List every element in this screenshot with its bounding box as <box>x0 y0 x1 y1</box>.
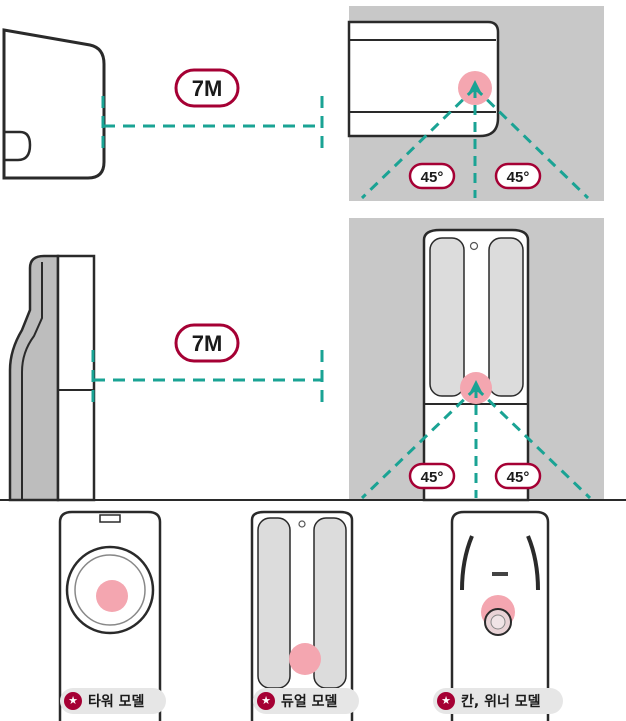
wall-unit-side-view <box>2 28 106 180</box>
star-icon: ★ <box>437 692 455 710</box>
model-name-kan-winner: 칸, 위너 모델 <box>461 694 541 710</box>
wall-unit-front-panel: 45° 45° <box>347 6 604 201</box>
stand-angle-right-badge: 45° <box>494 462 542 490</box>
svg-text:45°: 45° <box>507 469 530 486</box>
star-icon: ★ <box>257 692 275 710</box>
tower-sensor-dot <box>96 580 128 612</box>
svg-text:45°: 45° <box>421 169 444 186</box>
stand-angle-left-badge: 45° <box>408 462 456 490</box>
model-label-dual: ★ 듀얼 모델 <box>253 688 359 714</box>
model-name-tower: 타워 모델 <box>88 694 145 710</box>
svg-text:45°: 45° <box>507 169 530 186</box>
stand-distance-badge: 7M <box>174 323 240 363</box>
wall-angle-left-badge: 45° <box>408 162 456 190</box>
kan-winner-model-illustration <box>450 510 550 721</box>
stand-distance-text: 7M <box>192 331 223 356</box>
wall-angle-right-badge: 45° <box>494 162 542 190</box>
wall-distance-badge: 7M <box>174 68 240 108</box>
model-label-tower: ★ 타워 모델 <box>60 688 166 714</box>
stand-logo-icon <box>469 241 479 251</box>
star-icon: ★ <box>64 692 82 710</box>
model-label-kan-winner: ★ 칸, 위너 모델 <box>433 688 563 714</box>
stand-unit-side-view <box>8 254 96 502</box>
dual-sensor-dot <box>289 643 321 675</box>
stand-distance-line <box>91 350 324 410</box>
model-name-dual: 듀얼 모델 <box>281 694 338 710</box>
stand-unit-front-panel: 45° 45° <box>349 218 604 502</box>
wall-distance-line <box>101 96 324 156</box>
svg-text:45°: 45° <box>421 469 444 486</box>
tower-model-illustration <box>58 510 162 721</box>
dual-model-illustration <box>250 510 354 721</box>
wall-distance-text: 7M <box>192 76 223 101</box>
dual-logo-icon <box>298 520 306 528</box>
